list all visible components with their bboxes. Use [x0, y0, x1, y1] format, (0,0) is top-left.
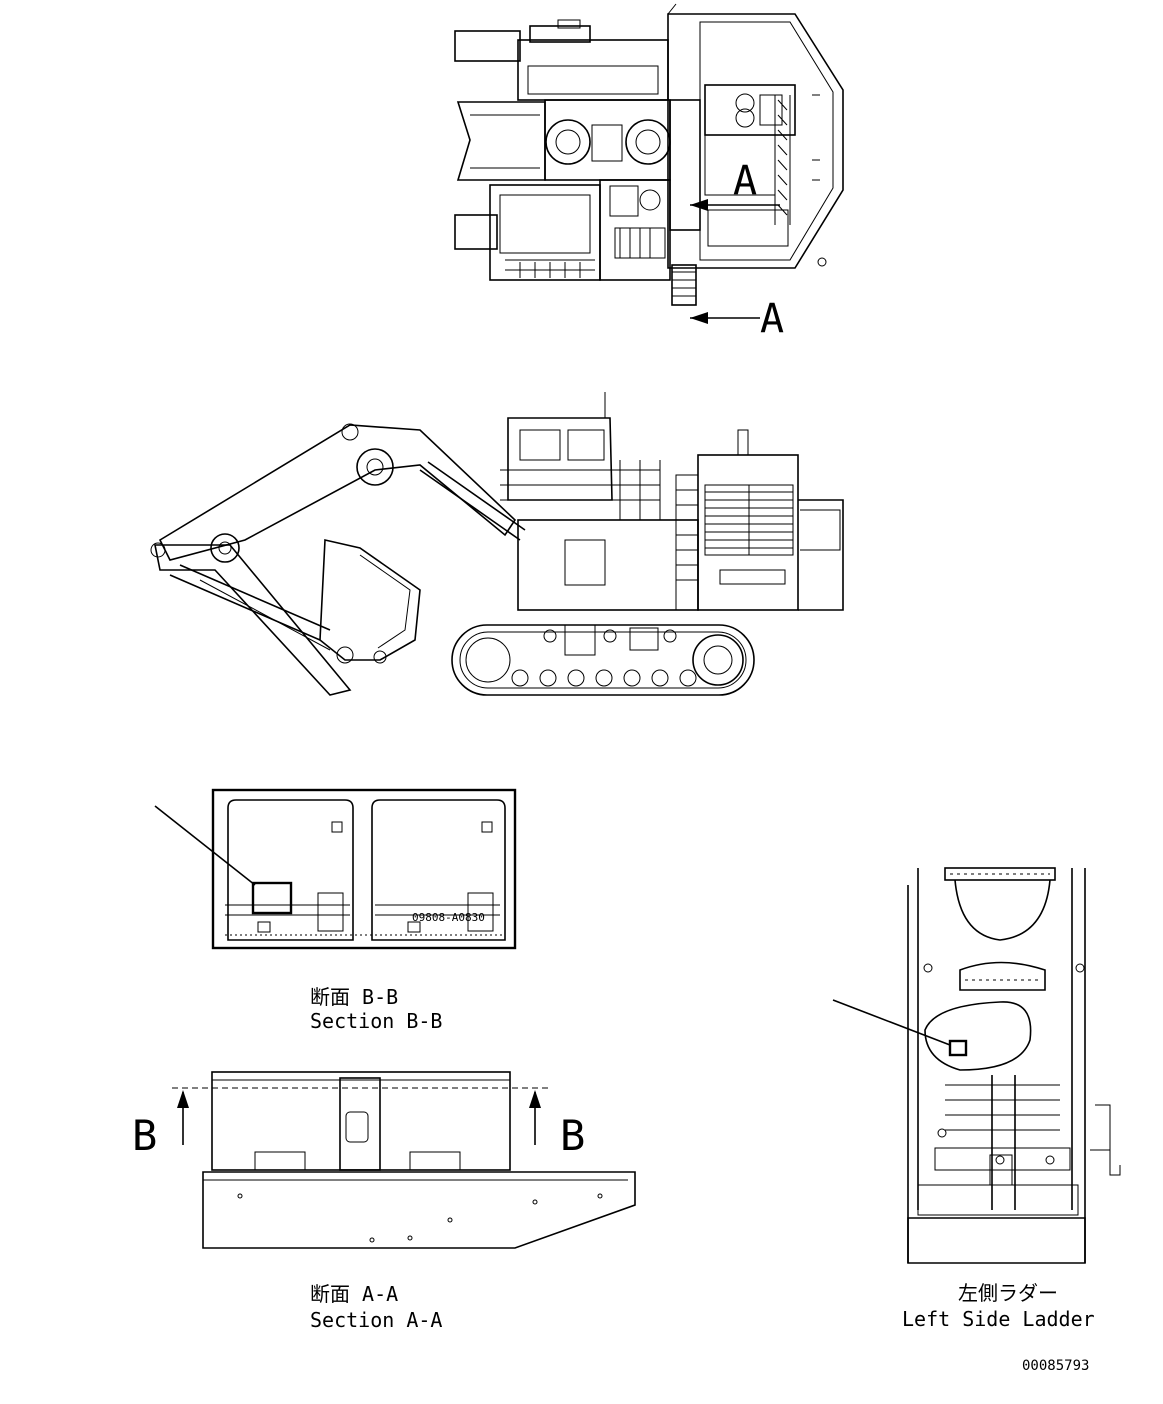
section-aa-view: B B 断面 A-A Section A-A: [132, 1071, 636, 1332]
decal-location-marker-bb: [251, 881, 293, 915]
section-aa-title-jp: 断面 A-A: [310, 1282, 398, 1306]
side-view-excavator: [150, 392, 844, 696]
decal-location-marker-ladder: [948, 1039, 968, 1057]
section-marker-a-upper: A: [733, 158, 757, 204]
section-bb-view: 09808-A0830 断面 B-B Section B-B: [154, 788, 517, 1033]
drawing-number: 00085793: [1022, 1358, 1089, 1374]
section-bb-title-en: Section B-B: [310, 1009, 442, 1033]
left-side-ladder-view: 左側ラダー Left Side Ladder: [832, 867, 1121, 1331]
ladder-title-en: Left Side Ladder: [902, 1307, 1095, 1331]
leader-line-bb: [154, 805, 256, 886]
section-marker-a-lower: A: [760, 296, 784, 342]
leader-line-ladder: [832, 999, 951, 1046]
section-aa-title-en: Section A-A: [310, 1308, 442, 1332]
section-bb-title-jp: 断面 B-B: [310, 985, 398, 1009]
section-marker-b-right: B: [560, 1111, 585, 1160]
ladder-title-jp: 左側ラダー: [958, 1281, 1058, 1305]
top-view-plan: A A: [454, 3, 844, 342]
part-number-label: 09808-A0830: [412, 911, 485, 924]
section-marker-b-left: B: [132, 1111, 157, 1160]
